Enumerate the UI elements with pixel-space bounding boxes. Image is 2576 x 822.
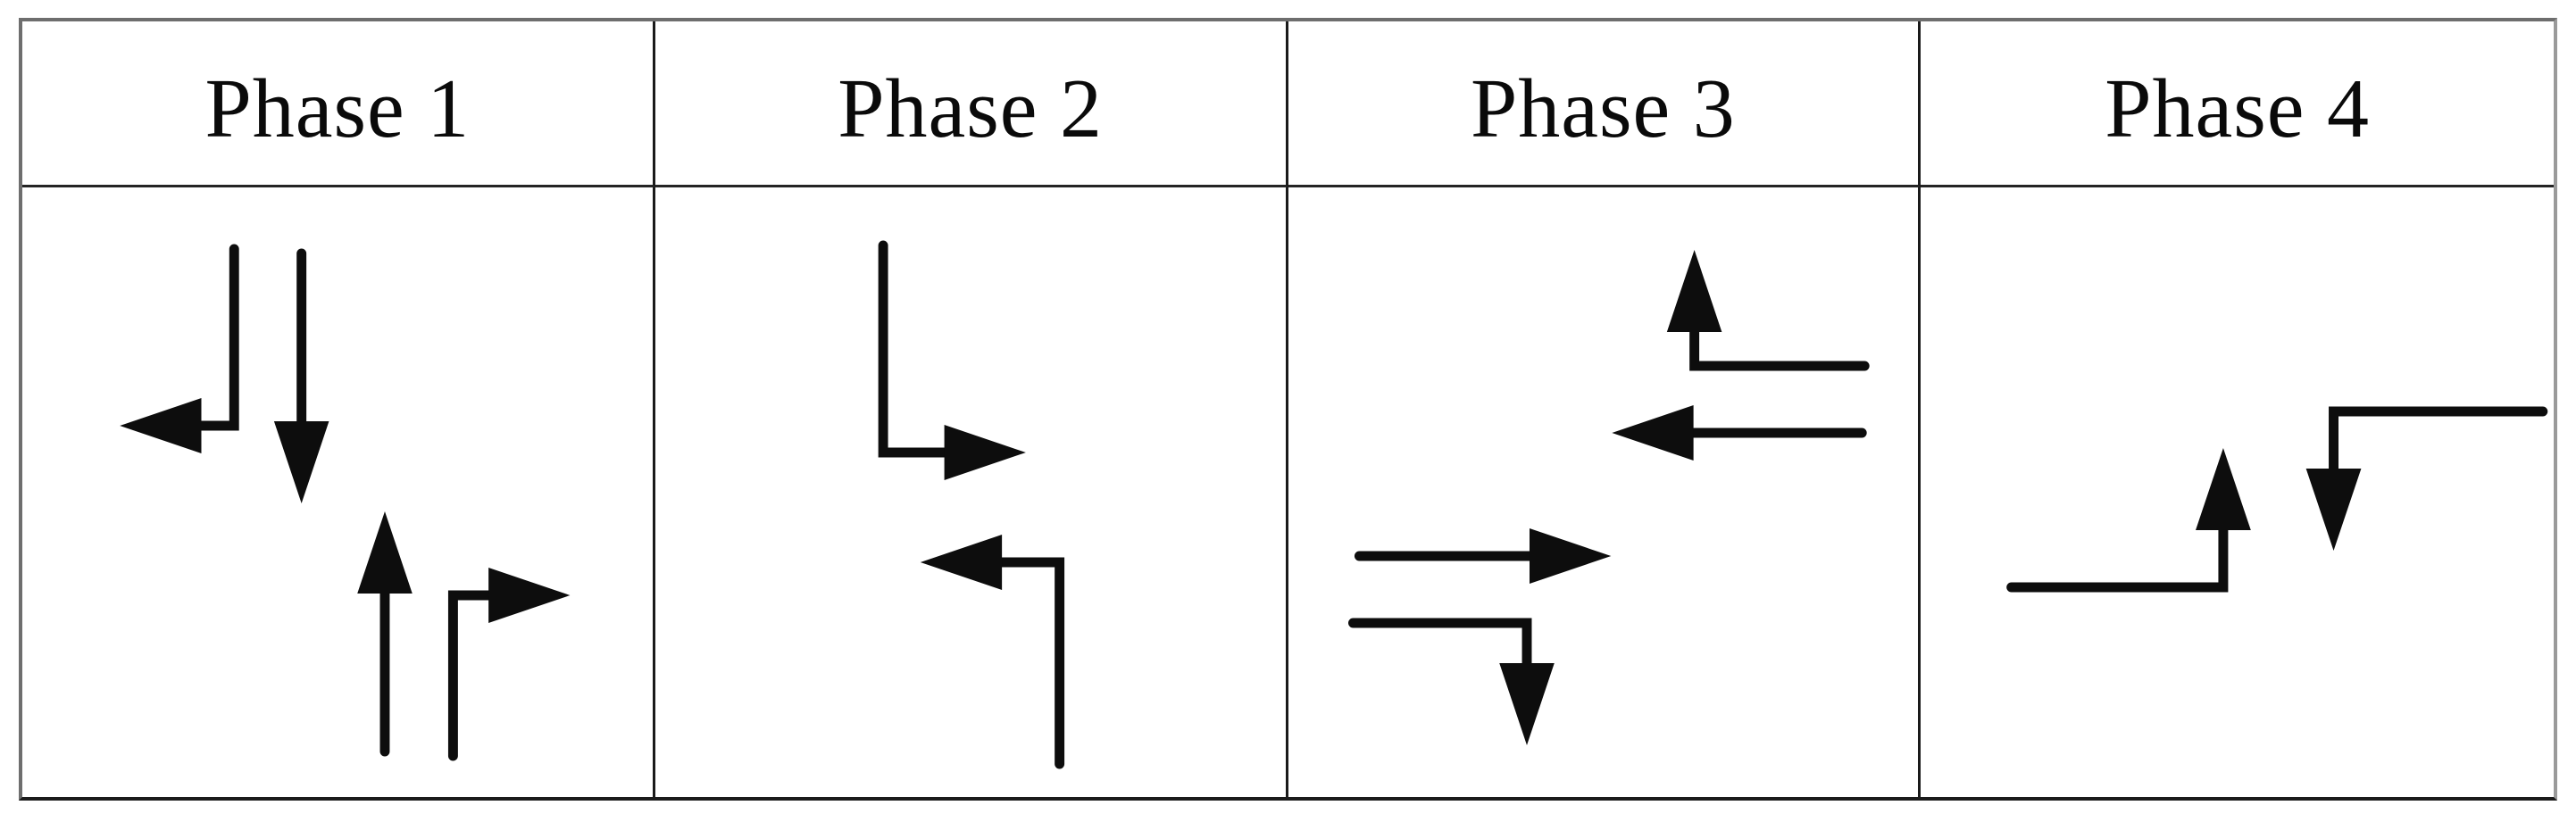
phase-1-diagram bbox=[22, 187, 653, 797]
eastbound-through-arrowhead-icon bbox=[1529, 528, 1611, 584]
southbound-right-turn-arrow bbox=[120, 244, 239, 453]
phase-4-cell bbox=[1921, 187, 2554, 797]
phase-4-label: Phase 4 bbox=[2105, 62, 2371, 155]
southbound-left-turn-arrow bbox=[878, 240, 1026, 480]
phase-2-label: Phase 2 bbox=[838, 62, 1104, 155]
northbound-right-turn-arrowhead-icon bbox=[488, 568, 571, 623]
southbound-left-turn-arrowhead-icon bbox=[944, 425, 1026, 480]
phase-3-cell bbox=[1288, 187, 1922, 797]
eastbound-left-turn-arrow bbox=[2006, 448, 2252, 593]
northbound-through-arrow bbox=[357, 511, 413, 757]
westbound-right-turn-arrowhead-icon bbox=[1666, 250, 1722, 332]
northbound-right-turn-arrow bbox=[447, 568, 571, 761]
phase-3-diagram bbox=[1288, 187, 1919, 797]
phase-1-cell bbox=[22, 187, 655, 797]
northbound-left-turn-arrowhead-icon bbox=[920, 535, 1002, 590]
phase-4-diagram bbox=[1921, 187, 2554, 797]
phase-4-header: Phase 4 bbox=[1921, 21, 2554, 187]
southbound-right-turn-arrowhead-icon bbox=[120, 398, 202, 453]
phase-2-header: Phase 2 bbox=[654, 21, 1288, 187]
westbound-left-turn-arrowhead-icon bbox=[2305, 469, 2362, 551]
phase-2-cell bbox=[655, 187, 1288, 797]
phase-1-label: Phase 1 bbox=[204, 62, 471, 155]
eastbound-right-turn-arrow bbox=[1347, 618, 1555, 745]
phase-1-header: Phase 1 bbox=[22, 21, 655, 187]
eastbound-left-turn-arrowhead-icon bbox=[2196, 448, 2252, 530]
northbound-left-turn-arrow bbox=[920, 535, 1064, 769]
westbound-through-arrowhead-icon bbox=[1611, 405, 1694, 461]
southbound-through-arrow bbox=[273, 248, 329, 503]
westbound-left-turn-arrow bbox=[2305, 406, 2548, 551]
phase-table: Phase 1 Phase 2 Phase 3 Phase 4 bbox=[19, 18, 2557, 801]
phase-3-header: Phase 3 bbox=[1288, 21, 1922, 187]
northbound-through-arrowhead-icon bbox=[357, 511, 413, 594]
eastbound-through-arrow bbox=[1354, 528, 1611, 584]
southbound-through-arrowhead-icon bbox=[273, 421, 329, 503]
westbound-right-turn-arrow bbox=[1666, 250, 1870, 371]
westbound-through-arrow bbox=[1611, 405, 1867, 461]
phase-3-label: Phase 3 bbox=[1470, 62, 1736, 155]
phase-2-diagram bbox=[655, 187, 1286, 797]
eastbound-right-turn-arrowhead-icon bbox=[1498, 663, 1555, 745]
